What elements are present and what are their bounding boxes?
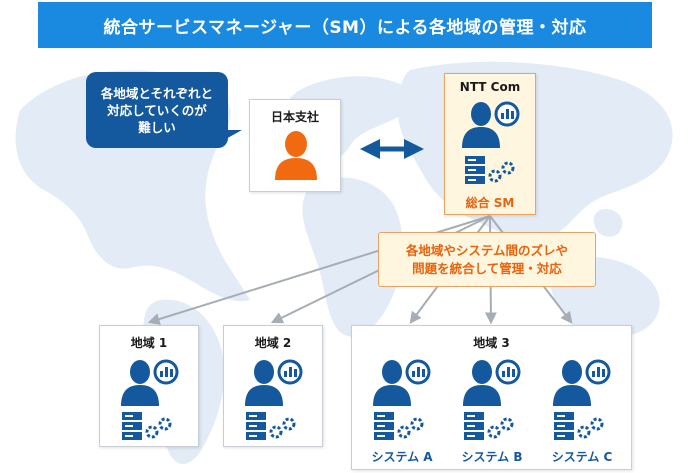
system-c-label: システム C xyxy=(551,450,613,464)
region-1-label: 地域 1 xyxy=(130,336,168,350)
bubble-line: 対応していくのが xyxy=(107,102,207,118)
person-analytics-icon xyxy=(373,359,431,406)
server-gears-icon xyxy=(122,412,172,440)
region-3-box: 地域 3 システム A xyxy=(351,325,632,470)
note-line: 各地域やシステム間のズレや xyxy=(405,242,569,258)
server-gears-icon xyxy=(246,412,296,440)
person-analytics-icon xyxy=(463,359,521,406)
server-gears-icon xyxy=(465,156,515,184)
person-icon xyxy=(275,131,317,180)
japan-branch-box: 日本支社 xyxy=(249,99,341,192)
note-line: 問題を統合して管理・対応 xyxy=(412,260,562,276)
person-analytics-icon xyxy=(462,101,520,148)
page-title: 統合サービスマネージャー（SM）による各地域の管理・対応 xyxy=(38,2,652,48)
person-analytics-icon xyxy=(245,359,303,406)
integration-note: 各地域やシステム間のズレや 問題を統合して管理・対応 xyxy=(378,232,596,287)
speech-bubble-tail xyxy=(224,130,242,140)
speech-bubble: 各地域とそれぞれと 対応していくのが 難しい xyxy=(86,72,228,148)
server-gears-icon xyxy=(464,412,514,440)
person-analytics-icon xyxy=(121,359,179,406)
person-analytics-icon xyxy=(553,359,611,406)
region-2-label: 地域 2 xyxy=(254,336,292,350)
ntt-sm-label: 総合 SM xyxy=(465,196,515,210)
server-gears-icon xyxy=(374,412,424,440)
ntt-com-box: NTT Com 総合 SM xyxy=(444,73,536,215)
server-gears-icon xyxy=(554,412,604,440)
ntt-com-label: NTT Com xyxy=(459,80,521,94)
system-a-label: システム A xyxy=(371,450,433,464)
system-b-label: システム B xyxy=(461,450,523,464)
region-2-box: 地域 2 xyxy=(223,325,323,447)
region-1-box: 地域 1 xyxy=(99,325,199,447)
japan-branch-label: 日本支社 xyxy=(270,110,319,124)
bubble-line: 各地域とそれぞれと xyxy=(100,85,214,101)
region-3-label: 地域 3 xyxy=(473,336,510,350)
bubble-line: 難しい xyxy=(138,119,176,135)
